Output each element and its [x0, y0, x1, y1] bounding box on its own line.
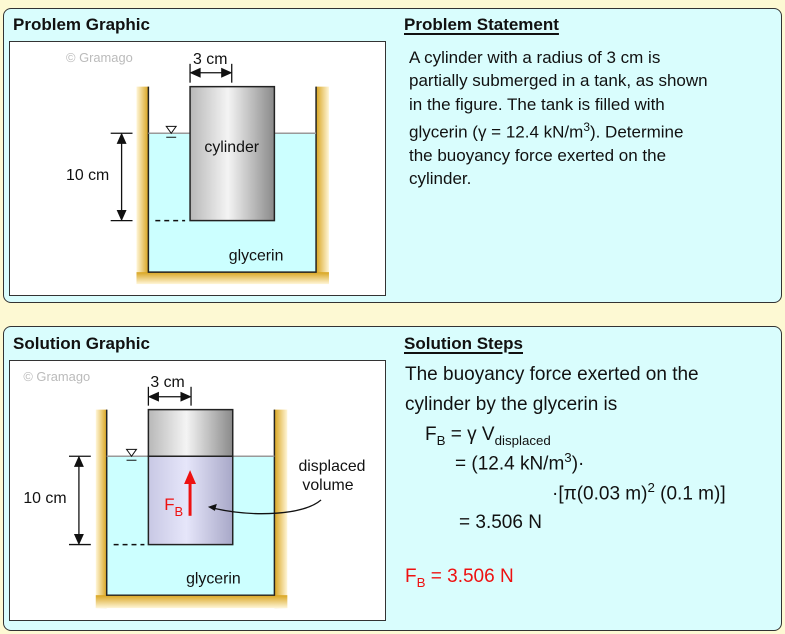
statement-line: ). Determine [589, 122, 684, 142]
solution-diagram: © Gramago 10 cm 3 cm FB displaced volume… [23, 369, 365, 609]
statement-line: partially submerged in a tank, as shown [409, 71, 708, 91]
water-level-icon [125, 448, 138, 458]
equation-3: ·[π(0.03 m)2 (0.1 m)] [552, 480, 726, 505]
final-answer: FB = 3.506 N [405, 566, 514, 590]
solution-graphic: © Gramago 10 cm 3 cm FB displaced volume… [9, 360, 386, 621]
buoyancy-force-arrow [184, 470, 197, 516]
displaced-label: displaced [298, 458, 365, 475]
width-dimension [189, 63, 233, 83]
statement-line: the buoyancy force exerted on the [409, 145, 667, 165]
tank-wall-right [316, 86, 329, 284]
cylinder [189, 85, 276, 222]
pointer-arrow [211, 499, 322, 515]
solution-steps-title: Solution Steps [404, 334, 523, 353]
cylinder-top [147, 408, 234, 458]
statement-line: A cylinder with a radius of 3 cm is [409, 48, 661, 67]
width-label: 3 cm [193, 51, 227, 68]
intro-line-2: cylinder by the glycerin is [405, 394, 618, 415]
problem-diagram: © Gramago cylinder 10 cm 3 cm glycerin [66, 50, 329, 285]
problem-statement-title: Problem Statement [404, 15, 559, 34]
width-dimension [147, 386, 192, 406]
intro-line-1: The buoyancy force exerted on the [405, 364, 699, 385]
equation-1: FB = γ Vdisplaced [425, 424, 551, 448]
cylinder-label: cylinder [204, 139, 259, 156]
depth-dimension [110, 132, 133, 222]
force-label: FB [164, 495, 183, 519]
tank-wall-right [274, 409, 288, 609]
statement-line: in the figure. The tank is filled with [409, 94, 665, 114]
width-label: 3 cm [150, 374, 184, 391]
tank-wall-left [136, 86, 149, 284]
depth-label: 10 cm [66, 167, 109, 184]
tank-bottom [136, 272, 329, 285]
fluid-label: glycerin [186, 570, 241, 587]
depth-label: 10 cm [23, 490, 66, 507]
statement-line: cylinder. [409, 169, 472, 189]
problem-statement: A cylinder with a radius of 3 cm is part… [409, 46, 774, 190]
statement-line: glycerin (γ = 12.4 kN/m [409, 122, 584, 142]
watermark: © Gramago [23, 369, 90, 384]
problem-graphic: © Gramago cylinder 10 cm 3 cm glycerin [9, 41, 386, 296]
watermark: © Gramago [66, 50, 133, 65]
tank-wall-left [95, 409, 107, 609]
equation-4: = 3.506 N [459, 512, 542, 533]
statement-sup: 3 [583, 119, 590, 134]
water-level-icon [165, 125, 178, 135]
depth-dimension [68, 455, 91, 546]
problem-graphic-title: Problem Graphic [13, 15, 150, 34]
volume-label: volume [302, 477, 353, 494]
equation-2: = (12.4 kN/m3)· [455, 450, 585, 475]
solution-graphic-title: Solution Graphic [13, 334, 150, 353]
fluid-label: glycerin [229, 247, 284, 264]
tank-bottom [95, 595, 288, 609]
